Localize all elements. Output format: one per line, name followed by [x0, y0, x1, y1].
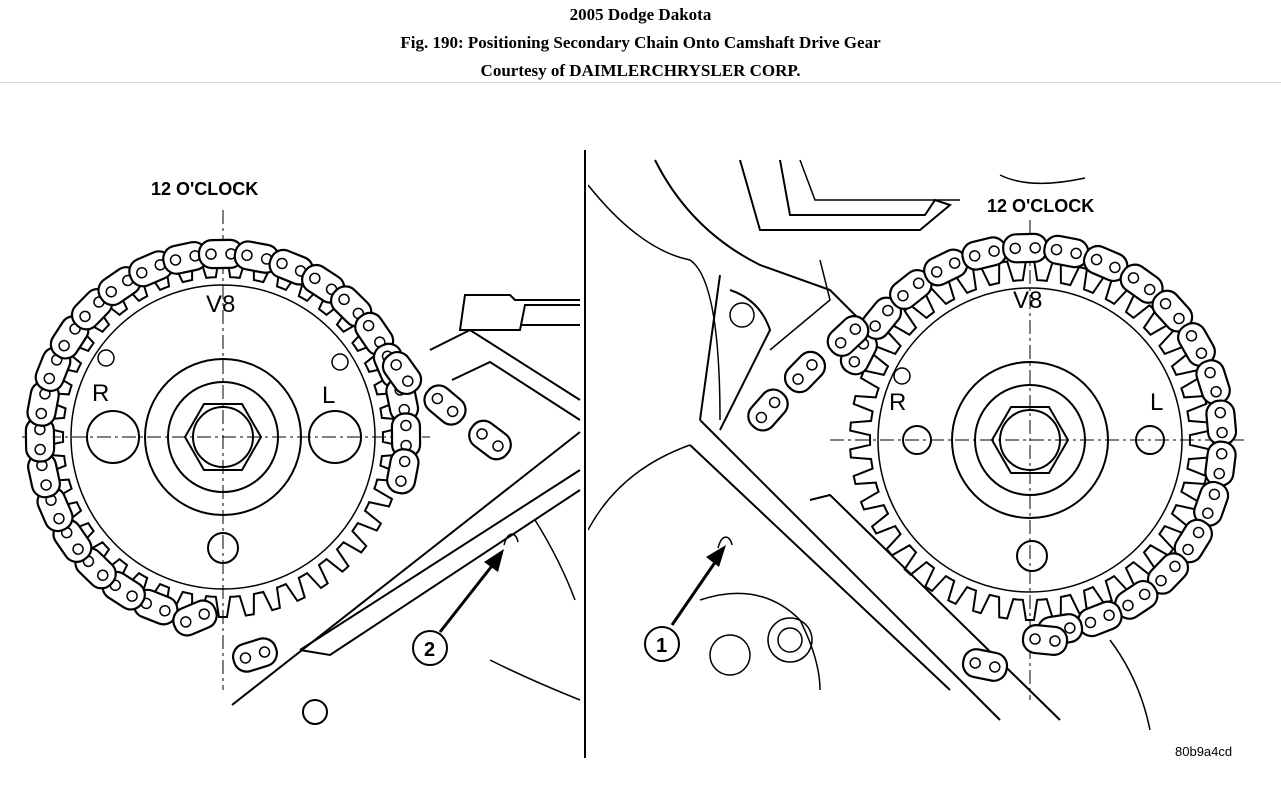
l-timing-hole — [1135, 425, 1165, 455]
chain-link — [423, 384, 467, 426]
callout-number-1: 1 — [656, 635, 667, 657]
callout-arrow-1 — [670, 557, 720, 626]
sprocket-teeth — [42, 256, 404, 618]
figure-caption: Fig. 190: Positioning Secondary Chain On… — [400, 33, 881, 52]
callout-circle-1 — [644, 626, 680, 662]
chain-link — [1082, 244, 1129, 283]
right-panel — [588, 159, 1245, 731]
l-label-left: L — [322, 382, 335, 409]
secondary-chain-right — [747, 232, 1238, 682]
chain-link — [747, 388, 789, 432]
figure-credit: Courtesy of DAIMLERCHRYSLER CORP. — [480, 61, 801, 80]
chain-link — [232, 637, 278, 673]
vehicle-title: 2005 Dodge Dakota — [569, 5, 712, 24]
callout-circle-2 — [412, 630, 448, 666]
chain-link — [1205, 399, 1238, 446]
engine-bracket — [458, 294, 580, 331]
sprocket-hub — [144, 358, 302, 516]
chain-link — [1043, 234, 1090, 269]
r-timing-hole — [86, 410, 140, 464]
chain-link — [386, 448, 420, 495]
chain-link — [923, 248, 969, 287]
chain-link — [26, 380, 60, 427]
sprocket-face — [70, 284, 376, 590]
lower-hole — [207, 532, 239, 564]
left-panel — [22, 210, 581, 725]
chain-link — [961, 236, 1008, 271]
chain-link — [381, 350, 423, 396]
clock-label-right: 12 O'CLOCK — [987, 196, 1094, 216]
engine-block-outline — [588, 184, 721, 421]
chain-link — [1204, 440, 1237, 487]
l-label-right: L — [1150, 389, 1163, 416]
chain-link — [172, 599, 218, 637]
timing-cover-edge — [429, 328, 581, 401]
target-mark — [717, 536, 733, 549]
hex-bolt — [990, 406, 1070, 474]
hex-bolt — [183, 403, 263, 471]
chain-link — [826, 315, 870, 357]
camshaft-sprocket-right — [849, 259, 1211, 621]
sprocket-face — [877, 287, 1183, 593]
chain-link — [1002, 232, 1049, 264]
r-label-left: R — [92, 380, 109, 407]
chain-link — [961, 648, 1009, 682]
callout-arrow-2 — [438, 561, 497, 633]
chain-link — [1021, 624, 1069, 656]
chain-guide — [699, 419, 1001, 721]
camshaft-sprocket-left — [42, 256, 404, 618]
target-mark — [503, 533, 519, 546]
figure-header: 2005 Dodge Dakota Fig. 190: Positioning … — [0, 0, 1281, 83]
gear-label-left: V8 — [206, 291, 235, 318]
chain-link — [783, 350, 827, 394]
callout-number-2: 2 — [424, 639, 435, 661]
chain-guide — [231, 431, 581, 706]
secondary-chain-left — [24, 238, 512, 673]
sprocket-teeth — [849, 259, 1211, 621]
lower-hole — [1016, 540, 1048, 572]
guide-bolt — [302, 699, 328, 725]
r-timing-hole — [902, 425, 932, 455]
image-code: 80b9a4cd — [1175, 744, 1232, 759]
gear-label-right: V8 — [1013, 287, 1042, 314]
chain-link — [468, 419, 512, 461]
sprocket-hub — [951, 361, 1109, 519]
l-timing-hole — [308, 410, 362, 464]
chain-link — [1195, 359, 1231, 406]
r-label-right: R — [889, 389, 906, 416]
chain-link — [390, 412, 422, 459]
lower-bolt — [709, 634, 751, 676]
clock-label-left: 12 O'CLOCK — [151, 179, 258, 199]
